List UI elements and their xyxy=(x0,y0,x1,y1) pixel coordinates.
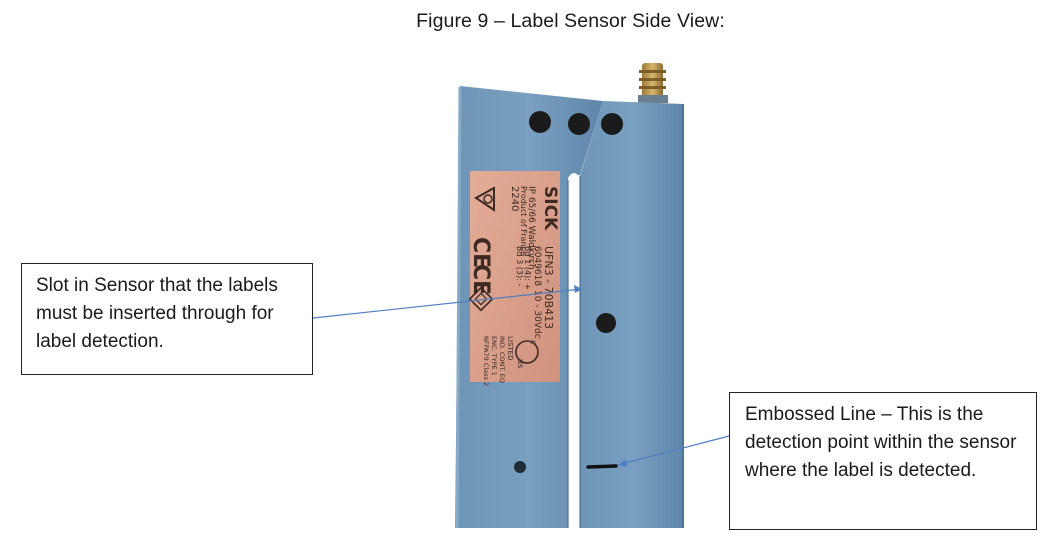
voltage-text: 10 - 30Vdc xyxy=(532,290,542,339)
class-text: NFPA79 Class 2 xyxy=(482,336,490,386)
slot-pointer xyxy=(312,285,583,319)
double-insulation-icon xyxy=(468,286,494,312)
sensor-label-plate: SICK IP 65/66 Waldkirch Product of Franc… xyxy=(468,171,560,386)
wiring-a-text: Bd 1 (4): + xyxy=(523,246,532,290)
embossed-pointer xyxy=(617,435,730,467)
sensor-slot xyxy=(568,173,580,528)
slot-callout-text: Slot in Sensor that the labels must be i… xyxy=(36,275,278,352)
embossed-line xyxy=(586,464,618,469)
slot-callout: Slot in Sensor that the labels must be i… xyxy=(21,263,313,375)
mounting-holes xyxy=(514,111,623,473)
svg-text:CE: CE xyxy=(468,264,493,295)
ind-eq-text: IND. CONT. EQ xyxy=(498,336,506,383)
wiring-b-text: Bd 3 (3): - xyxy=(515,246,524,286)
ip-text: IP 65/66 Waldkirch xyxy=(526,186,536,270)
brand-text: SICK xyxy=(540,186,560,231)
ce-mark-icon: CE xyxy=(468,237,493,268)
origin-text: Product of France xyxy=(519,186,528,256)
svg-text:us: us xyxy=(516,359,525,368)
enc-type-text: ENC. TYPE 1 xyxy=(490,336,498,376)
model-text: UFN3 - 70B413 xyxy=(542,246,555,329)
cable-connector xyxy=(638,63,668,103)
ul-mark-icon: c us xyxy=(515,340,539,368)
embossed-line-callout: Embossed Line – This is the detection po… xyxy=(729,392,1037,530)
date-code-text: 2240 xyxy=(509,186,520,211)
ce-mark-secondary-icon: CE xyxy=(468,264,493,295)
rcm-triangle-icon xyxy=(474,186,495,212)
listed-text: LISTED xyxy=(506,336,514,361)
embossed-callout-text: Embossed Line – This is the detection po… xyxy=(745,404,1017,481)
part-number-text: 6049618 xyxy=(532,246,542,286)
sensor-body-right xyxy=(580,101,684,528)
figure-caption: Figure 9 – Label Sensor Side View: xyxy=(416,10,725,32)
svg-text:c: c xyxy=(529,340,538,344)
svg-text:CE: CE xyxy=(468,237,493,268)
